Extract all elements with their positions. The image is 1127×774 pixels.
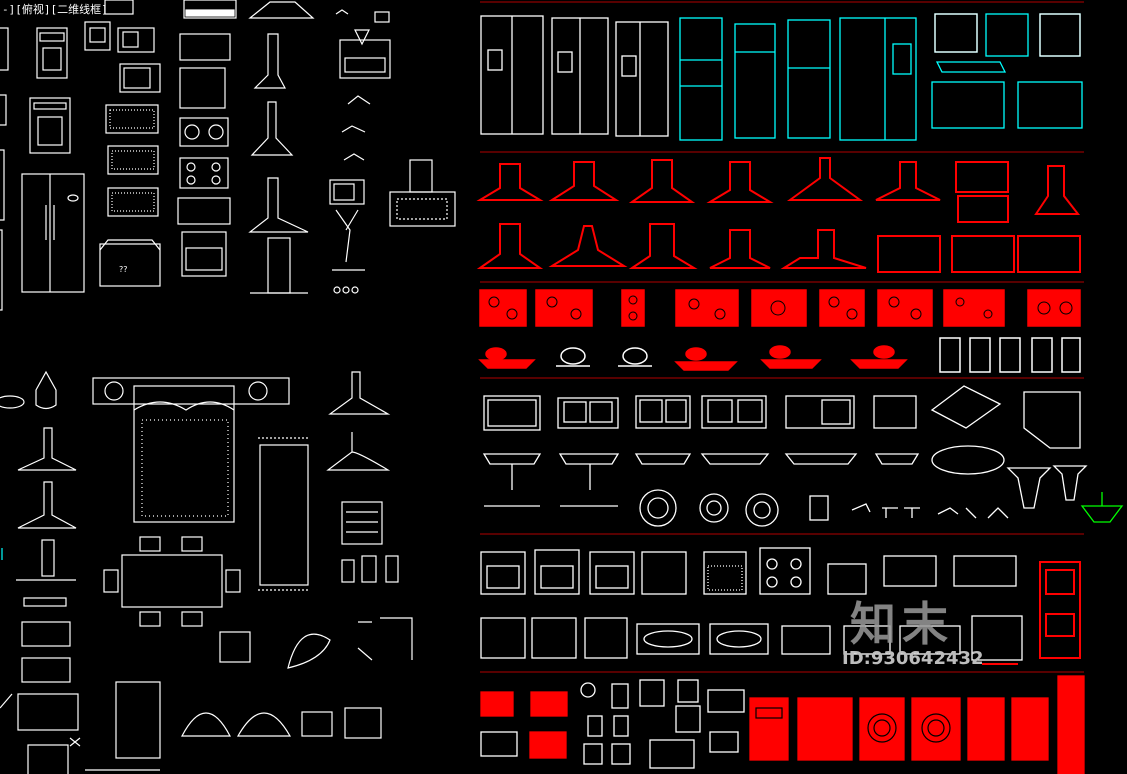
left-block-library: [0, 0, 456, 311]
row-ovens: [480, 547, 1023, 661]
dining-table-block: [121, 554, 223, 608]
row-cookware: [478, 337, 1081, 373]
washer-block: [36, 27, 68, 79]
fridge-white-3: [615, 21, 669, 137]
dishwasher-block: [29, 97, 71, 154]
row-refrigerators: [480, 13, 1083, 141]
cooktop-burners: [488, 295, 1073, 321]
microwave-block: [119, 63, 161, 93]
row-sinks: [482, 385, 1088, 527]
fridge-cyan-2: [734, 23, 776, 139]
rug-block: [259, 444, 309, 586]
fridge-cyan-3: [787, 19, 831, 139]
fridge-block: [21, 173, 85, 293]
row-range-hoods: [476, 157, 1081, 273]
range-hood-block: [248, 1, 315, 19]
fridge-cyan-1: [679, 17, 723, 141]
oven-block: [329, 179, 365, 205]
unknown-block: [99, 243, 161, 287]
row-small-appliances: [480, 675, 1085, 774]
row-cooktops: [479, 289, 1081, 327]
mystery-block-label: ??: [119, 265, 128, 274]
viewport-label[interactable]: -][俯视][二维线框]: [2, 3, 108, 16]
bed-headboard: [92, 377, 290, 405]
section-dividers: [480, 1, 1084, 673]
fridge-cyan-4: [839, 17, 917, 141]
green-basin: [1080, 492, 1124, 523]
watermark-logo-text: 知末: [850, 597, 954, 651]
left-lower-library: [0, 370, 413, 774]
red-tall-unit: [982, 561, 1081, 665]
bed-block: [133, 385, 235, 523]
watermark-id: ID:930642432: [842, 648, 984, 669]
range-hood-icon: [389, 191, 456, 227]
